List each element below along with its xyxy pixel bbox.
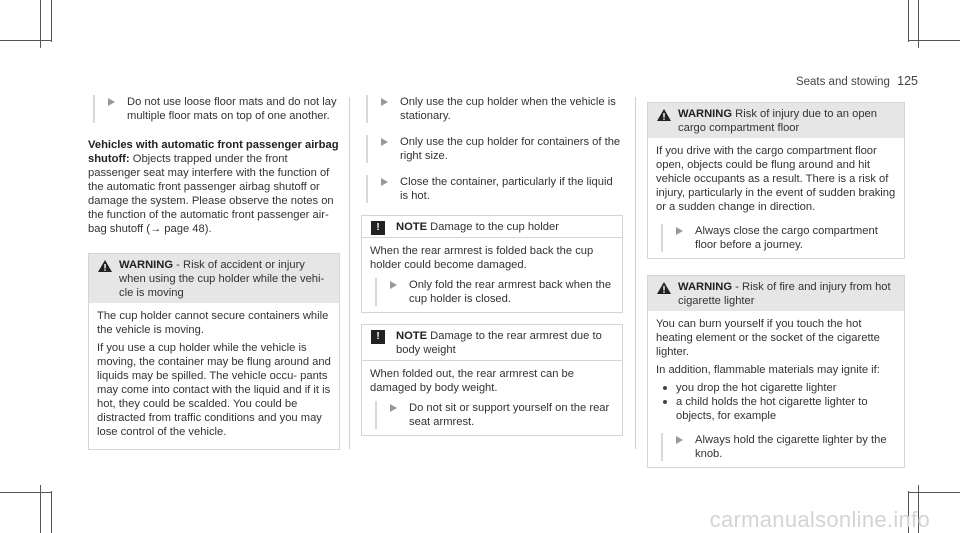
column-divider: [635, 97, 636, 449]
arrow-right-icon: [381, 138, 388, 146]
warning-body: If you drive with the cargo compartment …: [656, 145, 896, 252]
crop-mark: [40, 485, 41, 533]
warning-title: - Risk of accident or injury when using …: [119, 259, 325, 299]
warning-header: WARNING Risk of injury due to an open ca…: [648, 103, 904, 138]
watermark: carmanualsonline.info: [709, 507, 930, 532]
list-item: a child holds the hot cigarette lighter …: [656, 395, 896, 423]
page-reference-link[interactable]: page 48: [164, 223, 205, 235]
column-divider: [349, 97, 350, 449]
column-2: Only use the cup holder when the vehicle…: [361, 95, 623, 436]
note-title: Damage to the rear armrest due to body w…: [396, 330, 602, 356]
warning-body: The cup holder cannot secure containers …: [97, 310, 331, 438]
bullet-item: Do not use loose floor mats and do not l…: [93, 95, 340, 123]
note-label: NOTE: [396, 330, 428, 342]
arrow-right-icon: [108, 98, 115, 106]
crop-mark: [918, 485, 919, 533]
arrow-right-icon: [381, 98, 388, 106]
bullet-item: Only use the cup holder for containers o…: [366, 135, 623, 163]
crop-mark: [918, 0, 919, 48]
warning-triangle-icon: [98, 260, 112, 272]
note-body: When the rear armrest is folded back the…: [362, 238, 622, 312]
crop-mark: [908, 491, 909, 533]
page-header: Seats and stowing 125: [796, 74, 918, 89]
bullet-item: Do not sit or support yourself on the re…: [375, 401, 614, 429]
arrow-right-icon: [390, 281, 397, 289]
column-3: WARNING Risk of injury due to an open ca…: [647, 102, 905, 468]
paragraph-heading: Vehicles with automatic front passenger …: [88, 139, 339, 165]
warning-label: WARNING: [678, 281, 733, 293]
bullet-item: Always close the cargo compartment floor…: [661, 224, 896, 252]
warning-header: WARNING - Risk of accident or injury whe…: [89, 254, 339, 303]
warning-box: WARNING - Risk of accident or injury whe…: [88, 253, 340, 450]
crop-mark: [51, 0, 52, 42]
crop-mark: [908, 492, 960, 493]
exclamation-icon: !: [371, 221, 385, 235]
warning-title: Risk of injury due to an open cargo comp…: [678, 108, 877, 134]
arrow-right-icon: [381, 178, 388, 186]
arrow-right-icon: [390, 404, 397, 412]
bullet-item: Only use the cup holder when the vehicle…: [366, 95, 623, 123]
crop-mark: [40, 0, 41, 48]
note-title: Damage to the cup holder: [427, 221, 559, 233]
page-number: 125: [897, 74, 918, 88]
airbag-shutoff-paragraph: Vehicles with automatic front passenger …: [88, 139, 339, 235]
list-item: you drop the hot cigarette lighter: [656, 381, 896, 395]
bullet-item: Close the container, particularly if the…: [366, 175, 623, 203]
warning-box: WARNING - Risk of fire and injury from h…: [647, 275, 905, 468]
warning-label: WARNING: [678, 108, 733, 120]
crop-mark: [908, 0, 909, 42]
bullet-item: Always hold the cigarette lighter by the…: [661, 433, 896, 461]
dot-list: you drop the hot cigarette lighter a chi…: [656, 381, 896, 423]
column-1: Do not use loose floor mats and do not l…: [88, 95, 340, 450]
warning-triangle-icon: [657, 109, 671, 121]
warning-triangle-icon: [657, 282, 671, 294]
warning-body: You can burn yourself if you touch the h…: [648, 311, 904, 467]
crop-mark: [0, 492, 52, 493]
section-title: Seats and stowing: [795, 76, 890, 88]
warning-box: WARNING Risk of injury due to an open ca…: [647, 102, 905, 259]
exclamation-icon: !: [371, 330, 385, 344]
crop-mark: [908, 40, 960, 41]
bullet-item: Only fold the rear armrest back when the…: [375, 278, 614, 306]
note-label: NOTE: [396, 221, 428, 233]
warning-label: WARNING: [119, 259, 174, 271]
note-body: When folded out, the rear armrest can be…: [362, 361, 622, 435]
note-header: ! NOTE Damage to the cup holder: [362, 216, 622, 237]
arrow-reference-icon: →: [150, 223, 162, 235]
crop-mark: [51, 491, 52, 533]
crop-mark: [0, 40, 52, 41]
note-box: ! NOTE Damage to the cup holder When the…: [361, 215, 623, 313]
note-header: ! NOTE Damage to the rear armrest due to…: [362, 325, 622, 360]
warning-header: WARNING - Risk of fire and injury from h…: [648, 276, 904, 311]
warning-title: - Risk of fire and injury from hot cigar…: [678, 281, 891, 307]
note-box: ! NOTE Damage to the rear armrest due to…: [361, 324, 623, 436]
arrow-right-icon: [676, 436, 683, 444]
arrow-right-icon: [676, 227, 683, 235]
